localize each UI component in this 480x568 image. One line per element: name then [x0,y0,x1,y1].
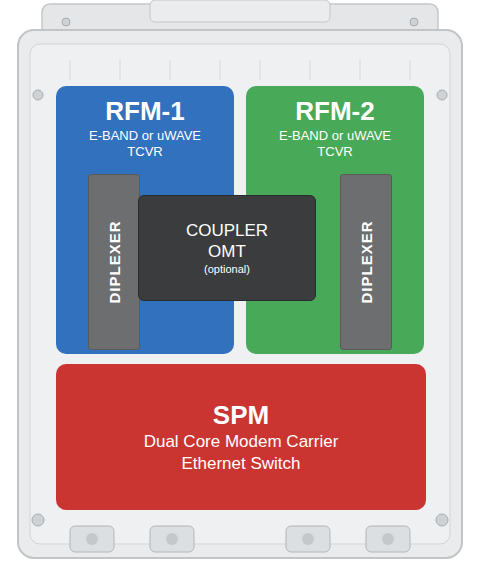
diplexer-box: DIPLEXER [88,174,140,350]
node-title: SPM [213,399,269,431]
node-subtitle: E-BAND or uWAVE TCVR [70,128,220,160]
signal-processing-box: SPMDual Core Modem Carrier Ethernet Swit… [56,364,426,510]
node-title: RFM-2 [295,96,374,126]
node-title: RFM-1 [105,96,184,126]
diplexer-box: DIPLEXER [340,174,392,350]
node-subtitle: (optional) [204,262,250,276]
node-subtitle: E-BAND or uWAVE TCVR [260,128,410,160]
node-subtitle: Dual Core Modem Carrier Ethernet Switch [131,431,351,475]
node-title: DIPLEXER [99,220,129,303]
coupler-box: COUPLER OMT(optional) [138,195,316,301]
node-title: COUPLER OMT [167,220,287,262]
node-title: DIPLEXER [351,220,381,303]
